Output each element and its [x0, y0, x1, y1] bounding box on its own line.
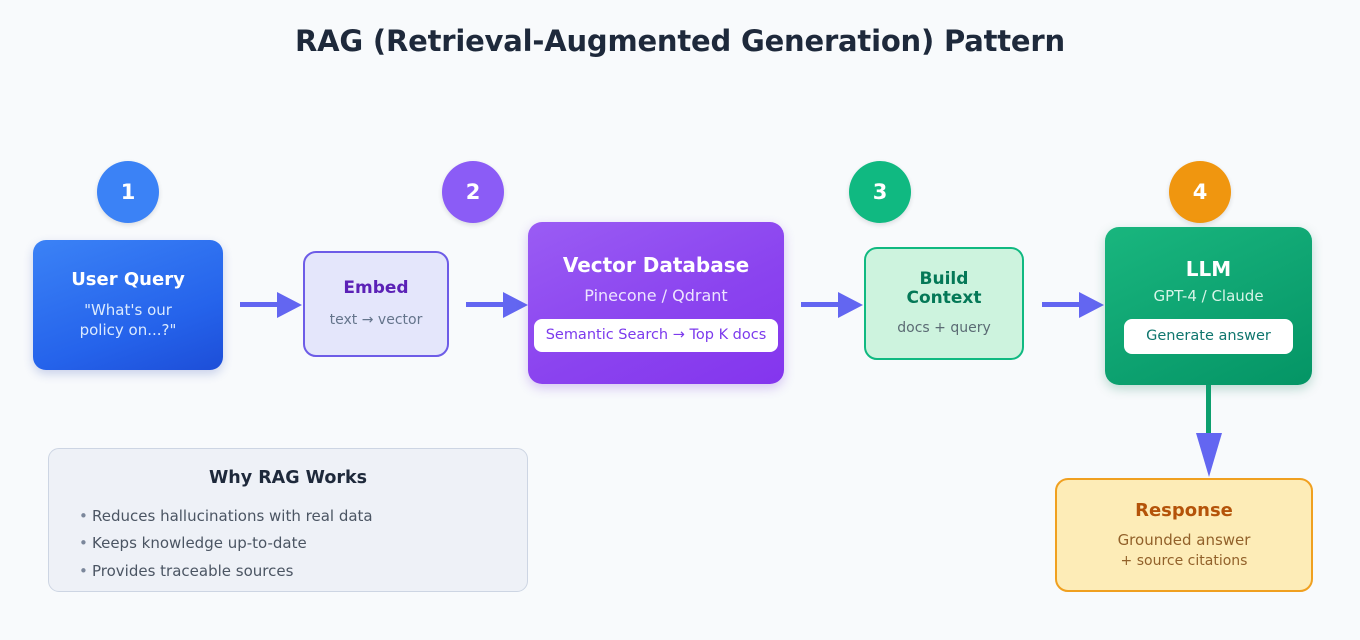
node-user-query-title: User Query — [71, 268, 185, 290]
list-item: Provides traceable sources — [79, 558, 527, 585]
arrow-user-query-to-embed — [240, 292, 302, 318]
node-user-query-subtitle-line1: "What's our — [84, 301, 172, 320]
step-badge-3: 3 — [849, 161, 911, 223]
chip-semantic-search[interactable]: Semantic Search → Top K docs — [533, 319, 779, 353]
arrow-head — [277, 292, 302, 318]
arrow-stem — [1042, 302, 1080, 307]
step-badge-2: 2 — [442, 161, 504, 223]
node-user-query-subtitle-line2: policy on...?" — [79, 320, 177, 339]
node-build-context-subtitle: docs + query — [897, 320, 991, 337]
arrow-stem — [801, 302, 839, 307]
node-vector-database[interactable]: Vector Database Pinecone / Qdrant Semant… — [528, 222, 784, 384]
panel-why-rag-works-list: Reduces hallucinations with real data Ke… — [49, 503, 527, 585]
arrow-llm-to-response — [1196, 385, 1222, 477]
node-build-context-title: Build Context — [906, 268, 982, 309]
page-title: RAG (Retrieval-Augmented Generation) Pat… — [295, 24, 1065, 58]
node-response-subtitle-line2: + source citations — [1120, 552, 1248, 569]
step-badge-3-label: 3 — [872, 180, 888, 204]
step-badge-2-label: 2 — [465, 180, 481, 204]
node-response-subtitle-line1: Grounded answer — [1117, 530, 1251, 549]
node-build-context[interactable]: Build Context docs + query — [864, 247, 1024, 360]
arrow-head — [503, 292, 528, 318]
node-response[interactable]: Response Grounded answer + source citati… — [1055, 478, 1313, 592]
arrow-head — [1079, 292, 1104, 318]
panel-why-rag-works-title: Why RAG Works — [208, 468, 368, 488]
node-vector-database-title: Vector Database — [562, 252, 750, 277]
node-llm-subtitle: GPT-4 / Claude — [1153, 287, 1264, 306]
arrow-stem — [1206, 385, 1211, 437]
step-badge-4-label: 4 — [1192, 180, 1208, 204]
node-embed[interactable]: Embed text → vector — [303, 251, 449, 357]
chip-generate-answer[interactable]: Generate answer — [1124, 318, 1293, 354]
node-build-context-title-line2: Context — [906, 288, 982, 309]
node-vector-database-subtitle: Pinecone / Qdrant — [584, 285, 728, 305]
arrow-vector-db-to-build-context — [801, 292, 863, 318]
panel-why-rag-works: Why RAG Works Reduces hallucinations wit… — [48, 448, 528, 592]
node-user-query[interactable]: User Query "What's our policy on...?" — [33, 240, 223, 370]
arrow-stem — [466, 302, 504, 307]
arrow-head — [838, 292, 863, 318]
node-llm-title: LLM — [1185, 257, 1232, 282]
node-llm[interactable]: LLM GPT-4 / Claude Generate answer — [1105, 227, 1312, 385]
node-response-title: Response — [1135, 500, 1233, 522]
step-badge-4: 4 — [1169, 161, 1231, 223]
node-embed-title: Embed — [343, 278, 409, 299]
node-user-query-subtitle: "What's our policy on...?" — [80, 301, 177, 340]
step-badge-1-label: 1 — [120, 180, 136, 204]
step-badge-1: 1 — [97, 161, 159, 223]
node-build-context-title-line1: Build — [919, 268, 969, 289]
list-item: Keeps knowledge up-to-date — [79, 530, 527, 557]
arrow-head-down-icon — [1196, 433, 1222, 477]
arrow-build-context-to-llm — [1042, 292, 1104, 318]
arrow-embed-to-vector-db — [466, 292, 528, 318]
node-embed-subtitle: text → vector — [329, 311, 423, 328]
arrow-stem — [240, 302, 278, 307]
list-item: Reduces hallucinations with real data — [79, 503, 527, 530]
